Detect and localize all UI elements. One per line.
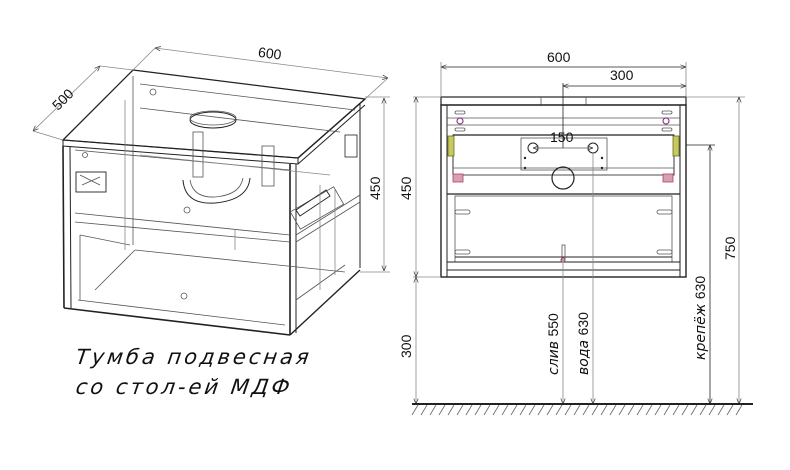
iso-depth-label: 500 — [49, 85, 77, 113]
front-dimension-width: 600 — [440, 49, 687, 97]
front-half-label: 300 — [610, 67, 634, 83]
mount-value: 630 — [692, 276, 708, 300]
iso-height-label: 450 — [367, 176, 383, 200]
drain-label: слив — [546, 341, 562, 375]
floor-line — [411, 403, 753, 416]
drain-value: 550 — [545, 313, 561, 337]
iso-dimension-height: 450 — [360, 96, 390, 273]
water-label: вода — [576, 340, 592, 375]
isometric-cabinet — [61, 69, 367, 336]
hinge-left-icon — [447, 135, 455, 157]
callout-drain: слив 550 — [545, 260, 563, 404]
iso-dimension-width: 600 — [132, 44, 388, 100]
bracket-right-icon — [662, 173, 674, 183]
cabinet-height-label: 450 — [398, 176, 414, 200]
svg-text:слив 550: слив 550 — [545, 313, 562, 375]
water-value: 630 — [575, 312, 591, 336]
hinge-right-icon — [672, 135, 680, 157]
front-dimension-total: 750 — [686, 96, 745, 404]
svg-text:вода 630: вода 630 — [575, 312, 592, 375]
front-dimension-half: 300 — [562, 67, 686, 148]
callout-water: вода 630 — [575, 153, 593, 404]
svg-text:крепёж 630: крепёж 630 — [692, 276, 709, 360]
front-width-label: 600 — [547, 49, 571, 65]
front-cabinet — [440, 96, 687, 278]
fitting-left-icon — [456, 117, 464, 125]
mount-height-label: 300 — [398, 334, 414, 358]
bracket-left-icon — [452, 173, 464, 183]
iso-width-label: 600 — [257, 44, 282, 63]
front-dimension-pipe-spacing: 150 — [533, 129, 593, 148]
total-height-label: 750 — [722, 236, 738, 260]
callout-mount: крепёж 630 — [686, 144, 715, 404]
fitting-right-icon — [662, 117, 670, 125]
pipe-spacing-label: 150 — [550, 129, 574, 145]
mount-label: крепёж — [693, 303, 709, 360]
front-dimension-left: 450 300 — [398, 96, 441, 404]
iso-dimension-depth: 500 — [33, 66, 134, 141]
title-line-1: Тумба подвесная — [74, 345, 314, 369]
title-line-2: со стол-ей МДФ — [74, 375, 295, 399]
